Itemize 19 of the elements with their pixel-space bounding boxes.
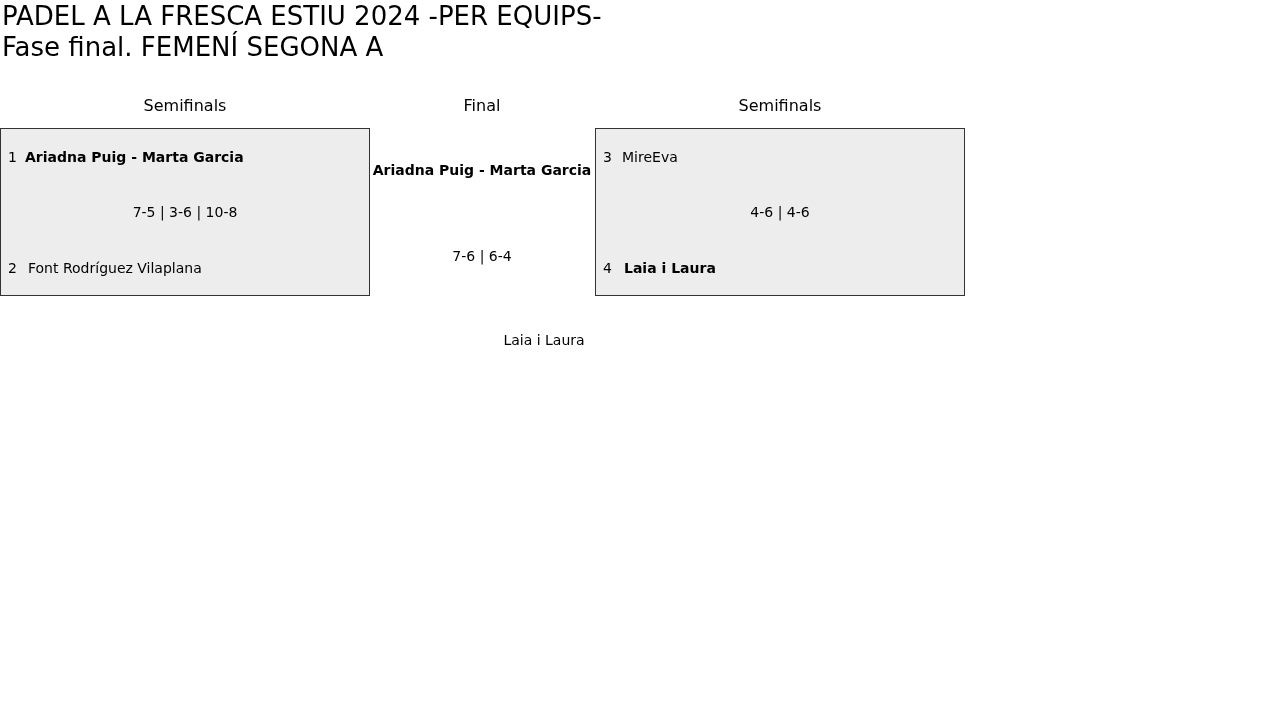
seed-number: 1 <box>8 148 17 166</box>
seed-number: 2 <box>8 259 17 277</box>
round-heading: Final <box>463 97 501 115</box>
round-heading: Semifinals <box>738 97 822 115</box>
team-name: Laia i Laura <box>624 259 716 277</box>
page-title: PADEL A LA FRESCA ESTIU 2024 -PER EQUIPS- Fase final. FEMENÍ SEGONA A <box>2 1 603 63</box>
team-name: Ariadna Puig - Marta Garcia <box>25 148 244 166</box>
team-name: Font Rodríguez Vilaplana <box>28 259 202 277</box>
team-name: Ariadna Puig - Marta Garcia <box>372 161 592 179</box>
match-box <box>595 128 965 296</box>
match-box <box>0 128 370 296</box>
seed-number: 3 <box>603 148 612 166</box>
match-score: 4-6 | 4-6 <box>750 203 810 221</box>
champion-name: Laia i Laura <box>503 331 585 349</box>
round-heading: Semifinals <box>143 97 227 115</box>
match-score: 7-6 | 6-4 <box>452 247 512 265</box>
match-score: 7-5 | 3-6 | 10-8 <box>132 203 238 221</box>
team-name: MireEva <box>622 148 678 166</box>
seed-number: 4 <box>603 259 612 277</box>
